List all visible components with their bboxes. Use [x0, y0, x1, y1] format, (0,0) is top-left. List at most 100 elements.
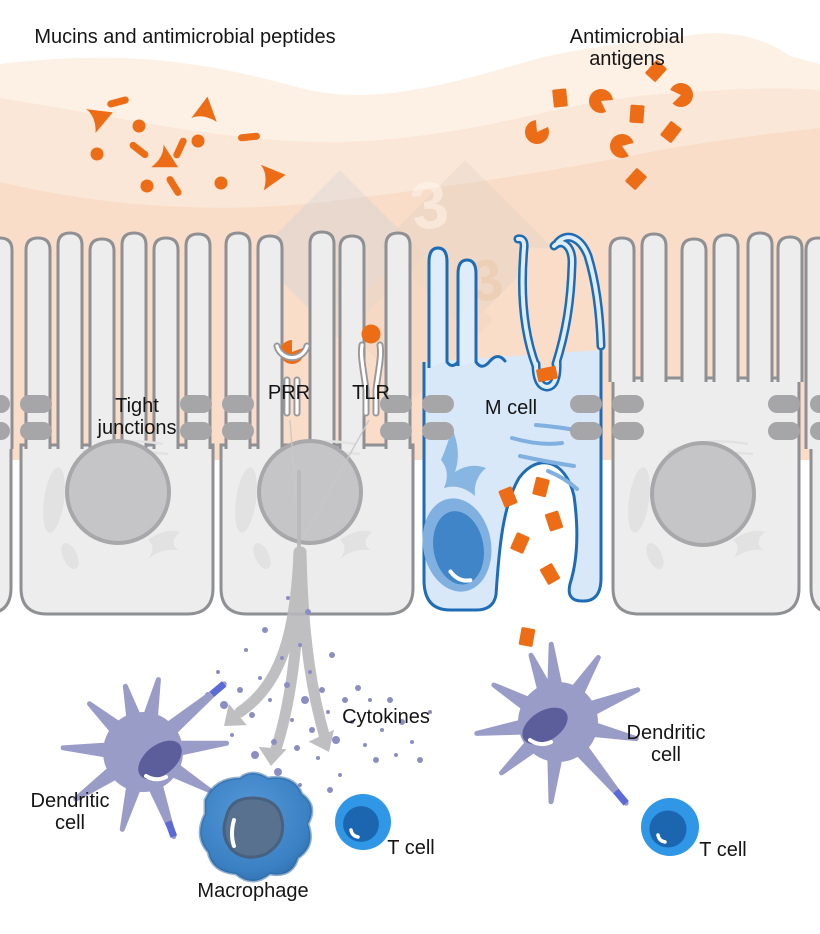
dendrite-spike [173, 740, 230, 757]
cell-organelle [61, 542, 79, 570]
dart-particle [86, 109, 113, 133]
dendritic-cell-right-label: Dendritic cell [626, 722, 706, 766]
macrophage-label: Macrophage [197, 880, 309, 902]
junction-bar [180, 395, 212, 413]
junction-bar [810, 395, 820, 413]
cytokine-dot [363, 743, 367, 747]
microvillus [338, 234, 366, 449]
cytokine-dot [301, 696, 309, 704]
cytokine-dot [327, 787, 333, 793]
rect-particle [532, 476, 550, 498]
dart-particle [191, 96, 217, 122]
rect-particle [518, 627, 536, 647]
pacman-particle [610, 134, 634, 158]
dendrite-tip [209, 681, 227, 697]
microvillus [680, 237, 708, 382]
m-cell-antigen-particles [498, 365, 564, 647]
microvillus [712, 233, 740, 382]
junction-bar [380, 395, 412, 413]
circle-particle [140, 179, 154, 193]
rod-particle [238, 132, 260, 142]
pacman-particle [525, 120, 549, 144]
m-cell-nucleus [422, 498, 492, 592]
cell-organelle [646, 542, 664, 570]
t-cell-left [335, 794, 391, 850]
mucins-label: Mucins and antimicrobial peptides [34, 26, 336, 48]
cytokine-dot [309, 727, 315, 733]
m-cell-organelle [510, 436, 564, 446]
junction-bar [0, 395, 10, 413]
junction-bar [612, 422, 644, 440]
microvillus [746, 231, 774, 382]
cytokine-dot [244, 648, 248, 652]
cell-body [809, 443, 820, 612]
cytokine-dot [284, 682, 290, 688]
epithelial-cell [0, 236, 14, 613]
signal-line [301, 419, 370, 541]
cytokine-dot [305, 609, 311, 615]
circle-particle [132, 119, 146, 133]
cytokine-dot [368, 698, 372, 702]
epithelial-cells [0, 230, 820, 616]
circle-particle [191, 134, 205, 148]
microvillus [152, 236, 180, 449]
microvillus [776, 235, 804, 382]
cytokine-dot [237, 687, 243, 693]
circle-particle [214, 176, 228, 190]
dart-particle [260, 164, 286, 191]
epithelial-cell [608, 231, 804, 616]
nucleus-highlight [528, 738, 553, 747]
cell-organelle [253, 542, 271, 570]
macrophage-nucleus [222, 796, 285, 859]
m-cell-apical-edge [445, 360, 460, 367]
junction-bar [422, 422, 454, 440]
cytokine-dot [262, 627, 268, 633]
nucleus-highlight [349, 828, 360, 839]
cytokine-dot [394, 753, 398, 757]
cytokine-dot [298, 643, 302, 647]
prr-label: PRR [267, 382, 311, 404]
dendritic-nucleus [138, 740, 182, 780]
junction-bar [422, 395, 454, 413]
pacman-particle [589, 89, 613, 113]
cytokine-dot [417, 757, 423, 763]
nucleus-highlight [230, 818, 236, 848]
cell-nucleus [65, 439, 171, 545]
cytokine-dot [230, 733, 234, 737]
microvillus [308, 230, 336, 449]
microvillus [384, 231, 412, 449]
cytokine-dot [326, 710, 330, 714]
junction-bar [222, 395, 254, 413]
macrophage [198, 771, 314, 883]
cytokine-dot [316, 756, 320, 760]
cytokine-dot [290, 718, 294, 722]
cytokine-dot [350, 720, 354, 724]
arrowhead [224, 703, 247, 726]
cytokine-dot [342, 697, 348, 703]
cytokine-dot [428, 710, 432, 714]
antigens-label: Antimicrobial antigens [569, 26, 685, 70]
rect-particle [536, 365, 558, 383]
microvillus [804, 236, 820, 449]
tlr-receptor [358, 324, 384, 417]
cell-nucleus [650, 441, 756, 547]
dendritic-cell-right [474, 641, 641, 806]
cytokine-dot [294, 745, 300, 751]
cytokine-dot [220, 701, 228, 709]
tcell-nucleus [649, 810, 687, 848]
rect-particle [498, 486, 518, 508]
rect-particle [660, 121, 682, 143]
cytokine-dot [380, 728, 384, 732]
junction-bar [20, 395, 52, 413]
dendrite-tip [165, 820, 178, 838]
cell-organelle [340, 531, 372, 559]
cytokine-dot [329, 652, 335, 658]
cell-body [0, 443, 13, 613]
antigen-particles [525, 60, 693, 190]
m-cell-funnel-membrane [513, 232, 606, 392]
junction-bar [0, 422, 10, 440]
cytokine-dot [308, 670, 312, 674]
rect-particle [544, 510, 564, 532]
